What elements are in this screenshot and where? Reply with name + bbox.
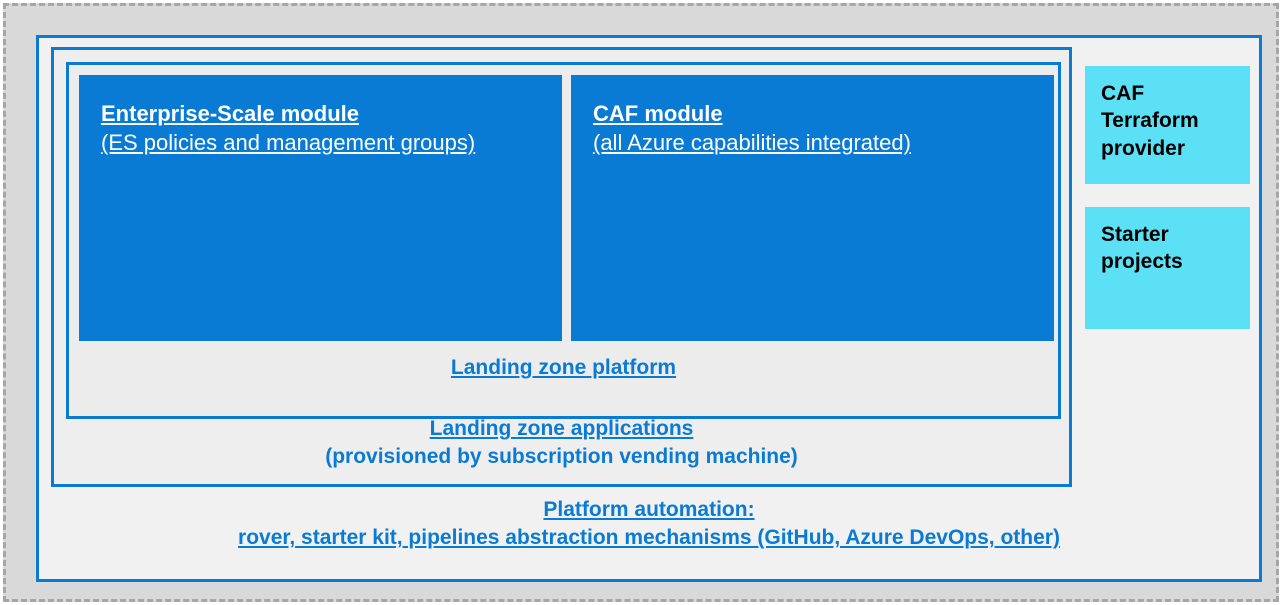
- caf-module-box[interactable]: CAF module (all Azure capabilities integ…: [571, 75, 1054, 341]
- landing-zone-platform-caption: Landing zone platform: [69, 354, 1058, 382]
- platform-automation-caption: Platform automation: rover, starter kit,…: [39, 496, 1259, 552]
- caf-module-subtitle: (all Azure capabilities integrated): [593, 130, 911, 156]
- landing-zone-platform-label: Landing zone platform: [450, 356, 677, 379]
- caf-module-title: CAF module: [593, 101, 723, 126]
- starter-projects-box[interactable]: Starter projects: [1085, 207, 1250, 329]
- platform-automation-sublabel: rover, starter kit, pipelines abstractio…: [238, 526, 1060, 550]
- caf-terraform-provider-label: CAF Terraform provider: [1101, 82, 1199, 160]
- landing-zone-applications-container: Enterprise-Scale module (ES policies and…: [51, 47, 1072, 487]
- landing-zone-applications-sublabel: (provisioned by subscription vending mac…: [325, 445, 798, 469]
- outer-dashed-frame: Enterprise-Scale module (ES policies and…: [3, 3, 1279, 602]
- platform-automation-container: Enterprise-Scale module (ES policies and…: [36, 35, 1262, 582]
- side-column: CAF Terraform provider Starter projects: [1085, 66, 1250, 329]
- caf-terraform-provider-box[interactable]: CAF Terraform provider: [1085, 66, 1250, 184]
- module-row: Enterprise-Scale module (ES policies and…: [79, 75, 1054, 341]
- enterprise-scale-module-subtitle: (ES policies and management groups): [101, 130, 476, 156]
- starter-projects-label: Starter projects: [1101, 223, 1183, 274]
- platform-automation-label: Platform automation:: [543, 498, 755, 521]
- landing-zone-applications-caption: Landing zone applications (provisioned b…: [54, 415, 1069, 471]
- enterprise-scale-module-title: Enterprise-Scale module: [101, 101, 359, 126]
- landing-zone-platform-container: Enterprise-Scale module (ES policies and…: [66, 62, 1061, 419]
- landing-zone-applications-label: Landing zone applications: [429, 417, 694, 440]
- enterprise-scale-module-box[interactable]: Enterprise-Scale module (ES policies and…: [79, 75, 562, 341]
